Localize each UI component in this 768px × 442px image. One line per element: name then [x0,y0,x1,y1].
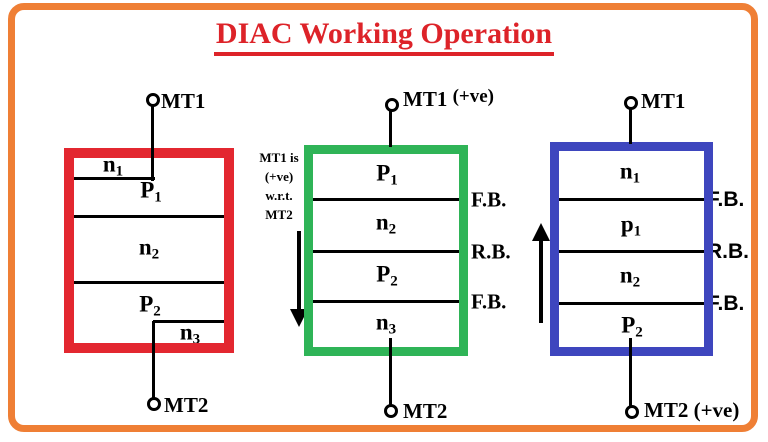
mt1-terminal-label: MT1 (+ve) [403,86,494,111]
mt2-terminal-label: MT2 [403,399,448,423]
n2-p2-junction-line [74,281,224,284]
page-title: DIAC Working Operation [213,17,555,56]
layer-label-n3: n3 [375,309,397,338]
title-row: DIAC Working Operation [0,17,768,56]
bias-note: MT1 is (+ve) w.r.t. MT2 [259,150,299,222]
mt2-wire [152,321,155,398]
junction-bias-label-fb1: F.B. [471,187,507,212]
mt2-wire [629,338,632,406]
polarity-suffix: (+ve) [452,86,494,107]
mt1-wire [389,110,392,147]
junction-bias-label-fb2: F.B. [471,289,507,314]
junction-bias-label-fb2: F.B. [707,292,745,315]
junction-bias-label-rb: R.B. [471,239,511,264]
diac-body-red [64,148,234,353]
layer-label-n1: n1 [619,158,641,187]
n2-p2-junction-line [559,302,704,305]
current-direction-arrow-up-head [532,223,550,241]
junction-bias-label-rb: R.B. [707,240,749,263]
diac-body-blue [550,142,713,356]
p1-n2-junction-line [559,250,704,253]
polarity-suffix: (+ve) [693,398,740,422]
mt1-terminal-label: MT1 [161,89,206,113]
mt1-wire [629,108,632,144]
mt1-terminal-label: MT1 [641,89,686,113]
layer-label-P1: P1 [376,160,398,189]
mt2-terminal-circle [384,404,398,418]
layer-label-n2: n2 [375,209,397,238]
layer-label-n2: n2 [619,262,641,291]
p1-n2-junction-line [74,215,224,218]
layer-label-n3: n3 [179,319,201,348]
mt2-wire [389,338,392,405]
current-direction-arrow-down-head [290,309,308,327]
layer-label-P2: P2 [139,291,161,320]
current-direction-arrow-up-shaft [539,239,543,323]
n3-junction-line [153,320,224,323]
mt1-wire [151,106,154,181]
mt1-terminal-circle [385,98,399,112]
layer-label-P1: P1 [140,177,162,206]
p2-n3-junction-line [313,300,459,303]
layer-label-p1: p1 [620,211,642,240]
layer-label-P2: P2 [376,261,398,290]
n1-p1-junction-line [559,198,704,201]
mt2-terminal-circle [625,405,639,419]
mt2-terminal-label: MT2 (+ve) [644,398,740,422]
n2-p2-junction-line [313,250,459,253]
layer-label-P2: P2 [621,312,643,341]
outer-orange-frame [8,3,758,432]
layer-label-n2: n2 [138,234,160,263]
current-direction-arrow-down-shaft [297,231,301,311]
mt2-terminal-label: MT2 [164,393,209,417]
mt1-terminal-circle [146,93,160,107]
n1-junction-line [74,177,155,180]
mt2-terminal-circle [147,397,161,411]
junction-bias-label-fb1: F.B. [707,188,745,211]
p1-n2-junction-line [313,198,459,201]
diac-body-green [304,145,468,356]
